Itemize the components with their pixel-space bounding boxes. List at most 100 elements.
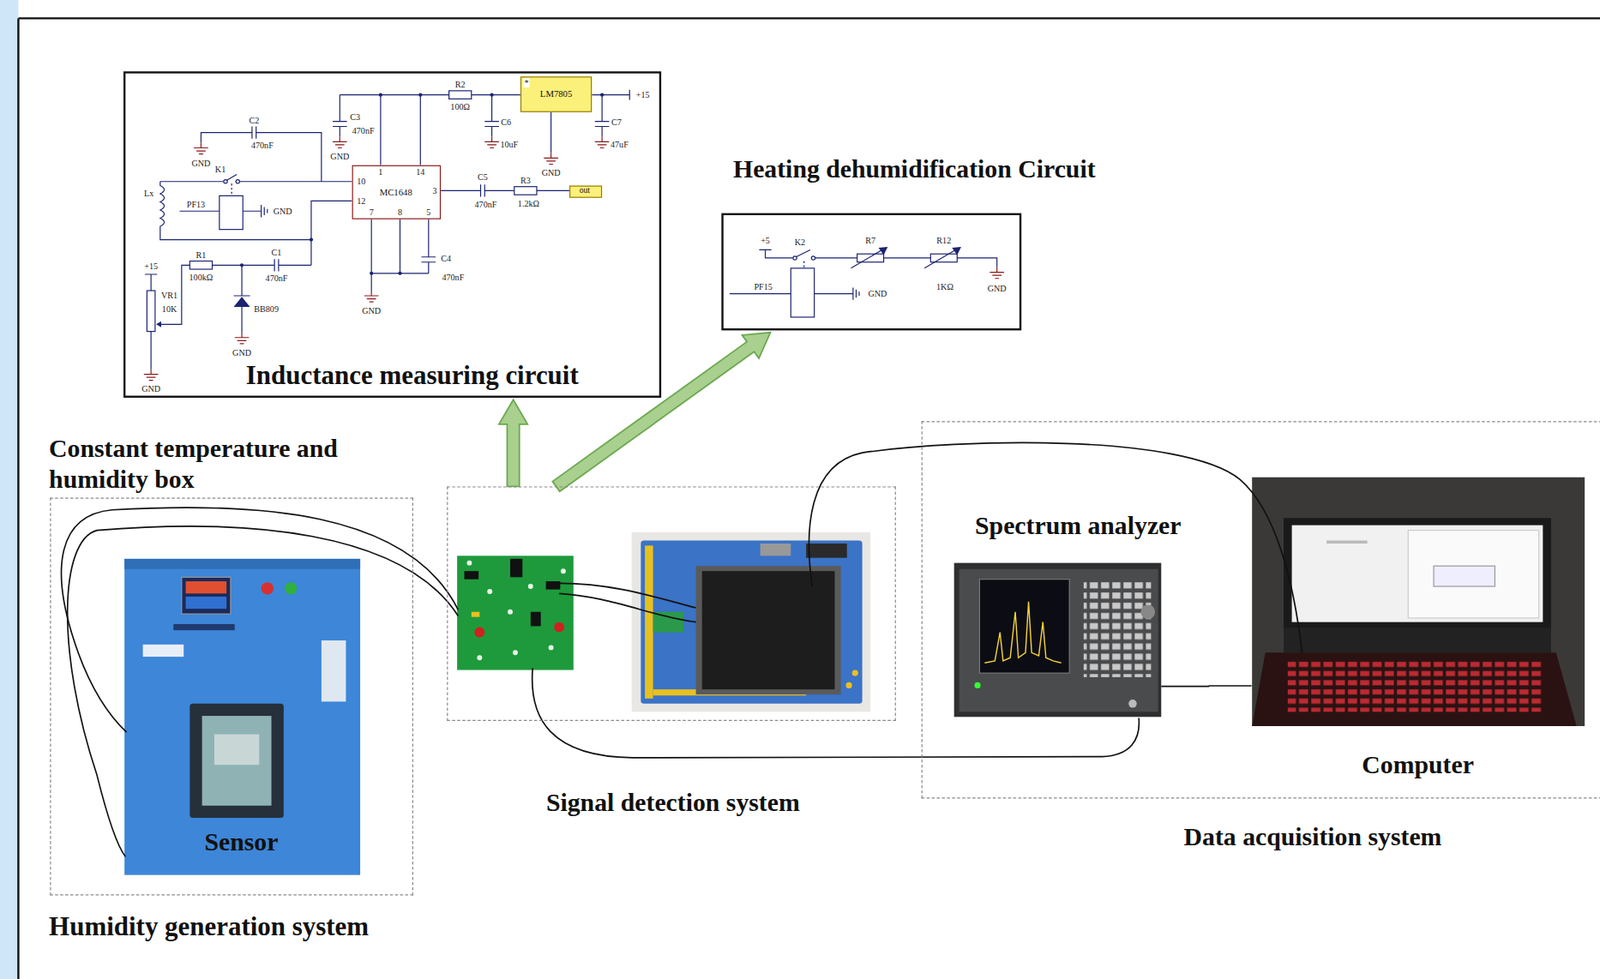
component-label: R1 — [194, 250, 207, 259]
laptop-photo — [1292, 525, 1544, 623]
component-label: 7 — [367, 207, 374, 217]
circuit-junction — [378, 92, 383, 97]
climate-chamber-photo — [261, 582, 274, 595]
component-label: GND — [329, 152, 350, 162]
ground-symbol — [332, 136, 348, 148]
circuit-wire — [150, 331, 152, 370]
climate-chamber-photo — [181, 577, 231, 614]
component-label: PF13 — [186, 200, 207, 210]
computer: Computer — [1251, 476, 1585, 780]
circuit-junction — [397, 271, 402, 276]
spectrum-analyzer-photo — [1128, 699, 1137, 709]
component-label: 47uF — [609, 140, 630, 150]
circuit-junction — [240, 263, 244, 267]
group-region: Constant temperature and humidity boxHum… — [49, 498, 414, 897]
circuit-wire — [790, 268, 814, 318]
circuit-board-photo — [548, 644, 554, 650]
cable — [559, 593, 696, 622]
laptop-photo — [1407, 530, 1539, 619]
circuit-board-photo — [457, 555, 574, 670]
ground-symbol — [543, 152, 559, 164]
circuit-wire — [851, 247, 960, 269]
output-port: out — [569, 186, 602, 199]
component-label: 12 — [355, 196, 367, 205]
spectrum-analyzer-photo — [954, 563, 1162, 718]
node-title: Heating dehumidification Circuit — [733, 154, 1096, 186]
circuit-wire — [146, 290, 156, 332]
climate-chamber-photo — [143, 644, 185, 657]
node-title: Computer — [1361, 749, 1474, 781]
circuit-wire — [857, 253, 885, 263]
spectrum-analyzer-photo — [974, 682, 981, 689]
component-label: 10 — [355, 177, 367, 187]
group-region: Signal detection system — [446, 486, 897, 722]
component-label: GND — [540, 168, 561, 178]
climate-chamber-photo — [124, 559, 361, 876]
climate-chamber-photo — [173, 624, 235, 631]
component-label: K2 — [793, 238, 807, 247]
circuit-wire — [514, 186, 537, 196]
component-label: R12 — [935, 236, 952, 246]
spectrum-analyzer-photo — [954, 563, 1162, 718]
circuit-wire — [440, 184, 570, 197]
cable — [61, 442, 1303, 857]
component-label: 14 — [415, 168, 426, 177]
component-label: +5 — [759, 236, 771, 246]
regulator-chip: LM7805 — [520, 76, 592, 113]
climate-chamber-photo — [321, 640, 347, 702]
spectrum-analyzer-photo — [1140, 604, 1155, 620]
climate-chamber-photo — [214, 733, 259, 765]
component-label: 470nF — [473, 200, 498, 210]
circuit-junction — [309, 237, 313, 241]
laptop-photo — [1251, 477, 1585, 727]
spectrum-analyzer-photo — [959, 569, 1159, 713]
component-label: 1.2kΩ — [517, 199, 542, 209]
dev-board-photo — [696, 565, 842, 695]
circuit-board-photo — [512, 649, 518, 656]
component-label: GND — [986, 284, 1008, 294]
circuit-wire — [311, 200, 353, 265]
circuit-wire — [332, 95, 348, 138]
component-label: GND — [190, 158, 211, 168]
component-label: 470nF — [351, 126, 376, 135]
circuit-junction — [418, 92, 422, 97]
ground-symbol — [193, 143, 209, 155]
group-region: Data acquisition systemSpectrum analyzer… — [921, 421, 1600, 799]
block-arrow — [552, 332, 770, 492]
laptop-photo — [1326, 540, 1368, 544]
circuit-wire — [200, 126, 321, 182]
component-label: 1 — [377, 168, 384, 177]
circuit-wire — [595, 95, 610, 138]
node-title: Spectrum analyzer — [974, 510, 1181, 542]
laptop-photo — [1251, 477, 1585, 727]
climate-chamber-photo — [189, 703, 283, 819]
dev-board-photo — [631, 532, 871, 712]
circuit-wire — [160, 264, 191, 325]
circuit-board-photo — [466, 560, 472, 566]
spectrum-analyzer-photo — [979, 579, 1070, 674]
cable — [1209, 685, 1252, 687]
circuit-wire — [449, 90, 472, 100]
circuit-wire — [212, 258, 312, 271]
circuit-wire — [219, 195, 243, 229]
cable — [1209, 685, 1252, 686]
circuit-wire — [550, 112, 552, 154]
node-title: MC1648 — [379, 186, 413, 199]
component-label: +15 — [635, 90, 651, 100]
circuit-board-photo — [476, 655, 482, 661]
node-title: out — [579, 186, 590, 196]
circuit-board-photo — [528, 583, 534, 590]
block-arrow — [499, 399, 528, 487]
circuit-panel: Inductance measuring circuitLM7805MC1648… — [123, 71, 662, 398]
circuit-wire — [160, 181, 312, 241]
component-label: R3 — [519, 175, 532, 185]
circuit-board-photo — [546, 581, 561, 590]
cable — [1160, 685, 1210, 688]
cable — [809, 442, 1303, 653]
circuit-board-photo — [474, 627, 485, 638]
component-label: R7 — [864, 236, 877, 246]
node-title: Signal detection system — [546, 787, 800, 819]
circuit-junction — [600, 92, 604, 97]
dev-board-photo — [760, 543, 792, 556]
